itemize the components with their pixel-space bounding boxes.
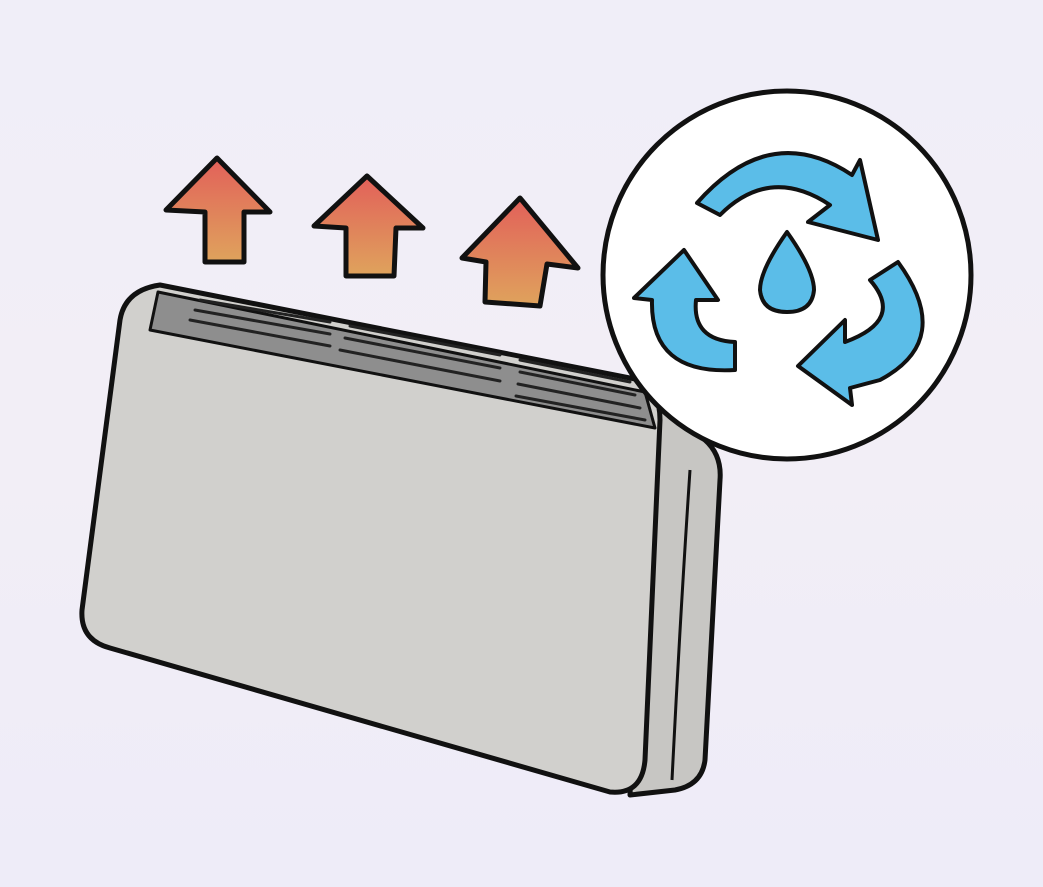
heater bbox=[79, 282, 723, 798]
recycle-water-icon bbox=[600, 88, 974, 462]
heat-arrow-icon bbox=[459, 195, 581, 309]
heat-arrow-icon bbox=[163, 155, 273, 265]
heat-arrow-icon bbox=[311, 173, 426, 279]
heater-grille bbox=[148, 290, 657, 430]
